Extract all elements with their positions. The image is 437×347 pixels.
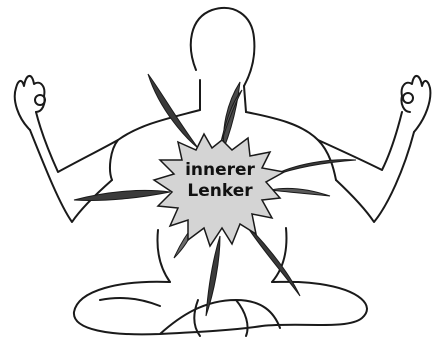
figure-left-arm — [30, 112, 118, 222]
center-label: innerer Lenker — [170, 160, 270, 202]
figure-right-mudra — [403, 93, 413, 103]
ray-down-right — [244, 222, 300, 296]
figure-left-hand — [15, 76, 45, 130]
ray-right-low — [270, 188, 330, 196]
ray-up-left — [148, 74, 198, 148]
center-label-line-2: Lenker — [170, 181, 270, 202]
figure-left-mudra — [35, 95, 45, 105]
figure-legs — [74, 282, 367, 336]
ray-down — [206, 236, 220, 316]
ray-right — [272, 160, 356, 176]
ray-up — [224, 82, 240, 148]
figure-head — [191, 8, 255, 86]
ray-left — [74, 190, 170, 200]
center-label-line-1: innerer — [170, 160, 270, 181]
figure-right-hand — [401, 76, 430, 132]
